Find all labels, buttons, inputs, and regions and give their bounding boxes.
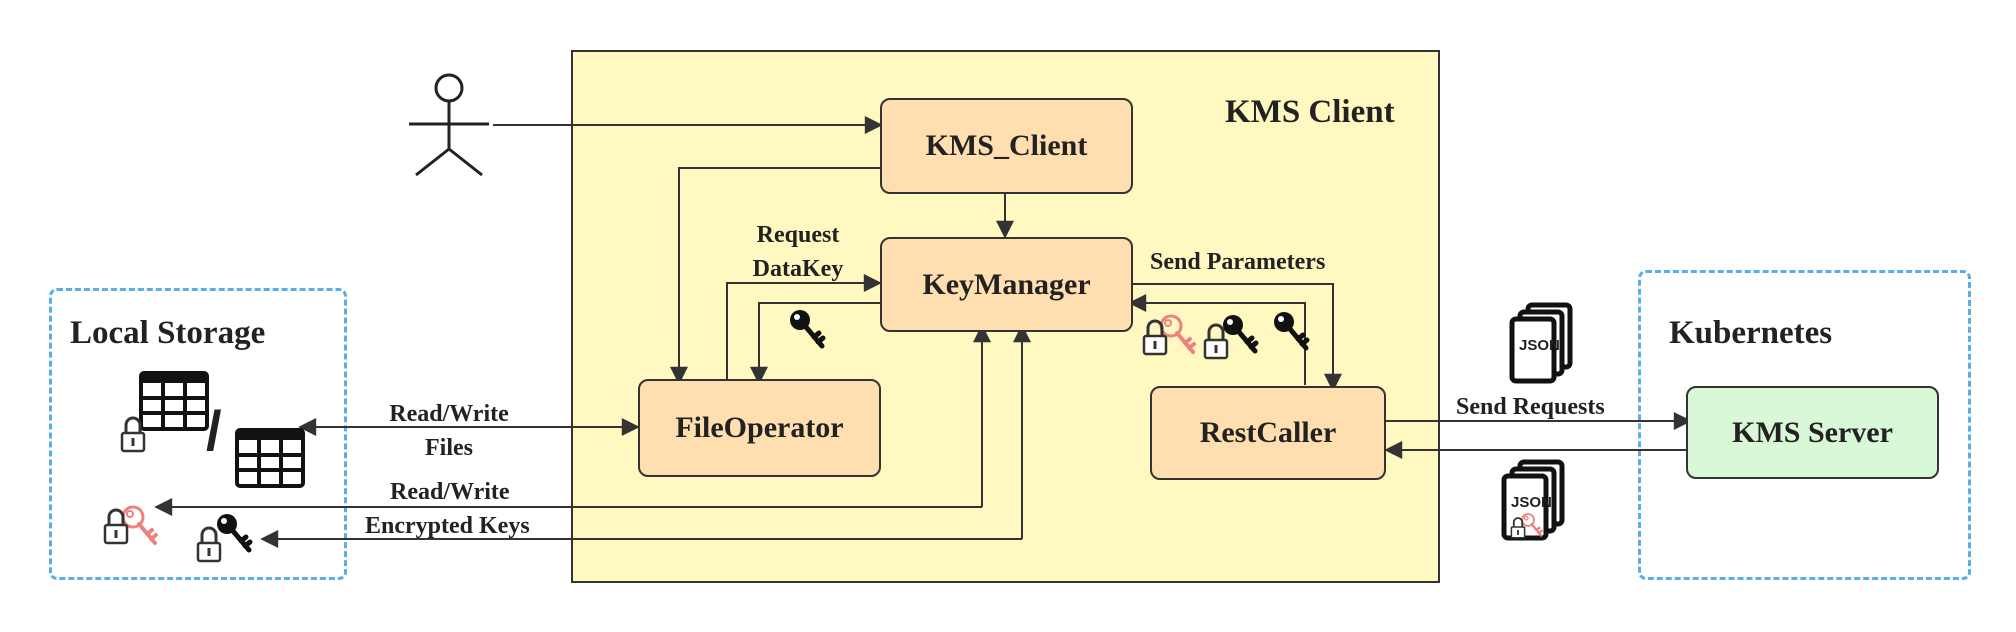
arrow-request-datakey (726, 274, 882, 379)
kubernetes-title: Kubernetes (1669, 315, 1833, 351)
send-requests-label: Send Requests (1456, 394, 1605, 420)
table-file-icon-plain (235, 428, 305, 488)
lock-icon (120, 416, 146, 453)
json-label: JSON (1511, 494, 1552, 511)
data-key-icon (790, 310, 823, 346)
user-actor-icon (409, 73, 489, 177)
read-write-keys-label-2: Encrypted Keys (365, 513, 530, 539)
json-label: JSON (1519, 337, 1560, 354)
kms-client-region-title: KMS Client (1225, 94, 1395, 130)
local-storage-title: Local Storage (70, 315, 266, 351)
request-datakey-label: Request DataKey (752, 222, 844, 282)
lock-icon (1203, 323, 1229, 360)
arrow-keys-return (1128, 294, 1306, 385)
lock-icon (196, 526, 222, 563)
key-icon (217, 514, 250, 550)
send-parameters-label: Send Parameters (1150, 249, 1326, 275)
arrow-datakey-return (750, 302, 880, 385)
table-file-icon-encrypted (139, 371, 209, 431)
read-write-keys-label-1: Read/Write (390, 479, 510, 505)
arrow-kms-client-to-fileoperator (670, 167, 880, 385)
kms-server-component[interactable]: KMS Server (1686, 386, 1939, 479)
keymanager-component[interactable]: KeyManager (880, 237, 1133, 332)
slash-separator: / (206, 399, 222, 462)
lock-icon (103, 508, 129, 545)
kubernetes-region (1638, 270, 1971, 580)
restcaller-component[interactable]: RestCaller (1150, 386, 1386, 480)
key-icon (1274, 312, 1307, 348)
read-write-files-label: Read/Write Files (389, 401, 509, 461)
lock-icon (1142, 319, 1168, 356)
kms-client-component[interactable]: KMS_Client (880, 98, 1133, 194)
fileoperator-component[interactable]: FileOperator (638, 379, 881, 477)
arrow-send-parameters (1132, 283, 1342, 392)
